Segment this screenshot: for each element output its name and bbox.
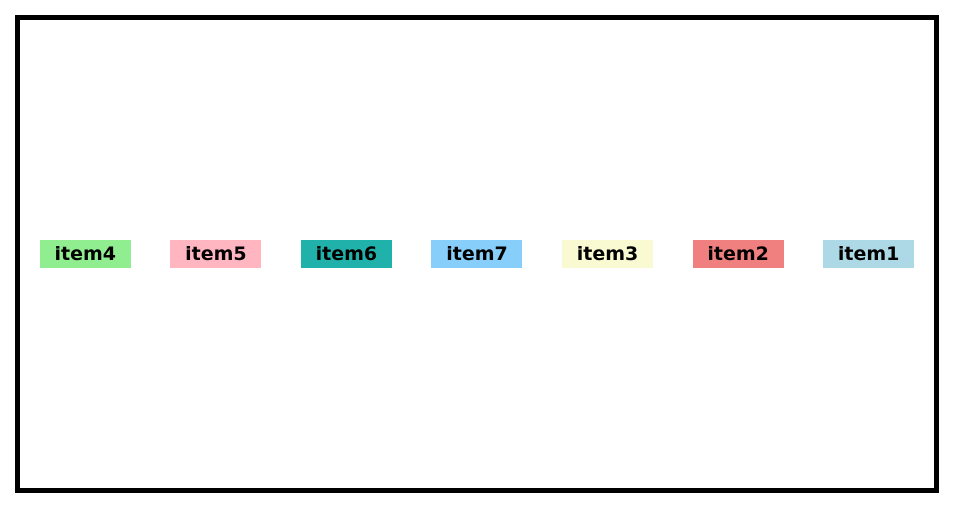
- flex-item-2: item2: [692, 240, 784, 268]
- flex-item-6: item6: [300, 240, 392, 268]
- flex-container: item4 item5 item6 item7 item3 item2 item…: [15, 15, 939, 493]
- flex-item-3: item3: [562, 240, 654, 268]
- flex-item-4: item4: [39, 240, 131, 268]
- flex-item-5: item5: [170, 240, 262, 268]
- flex-item-1: item1: [823, 240, 915, 268]
- flex-item-7: item7: [431, 240, 523, 268]
